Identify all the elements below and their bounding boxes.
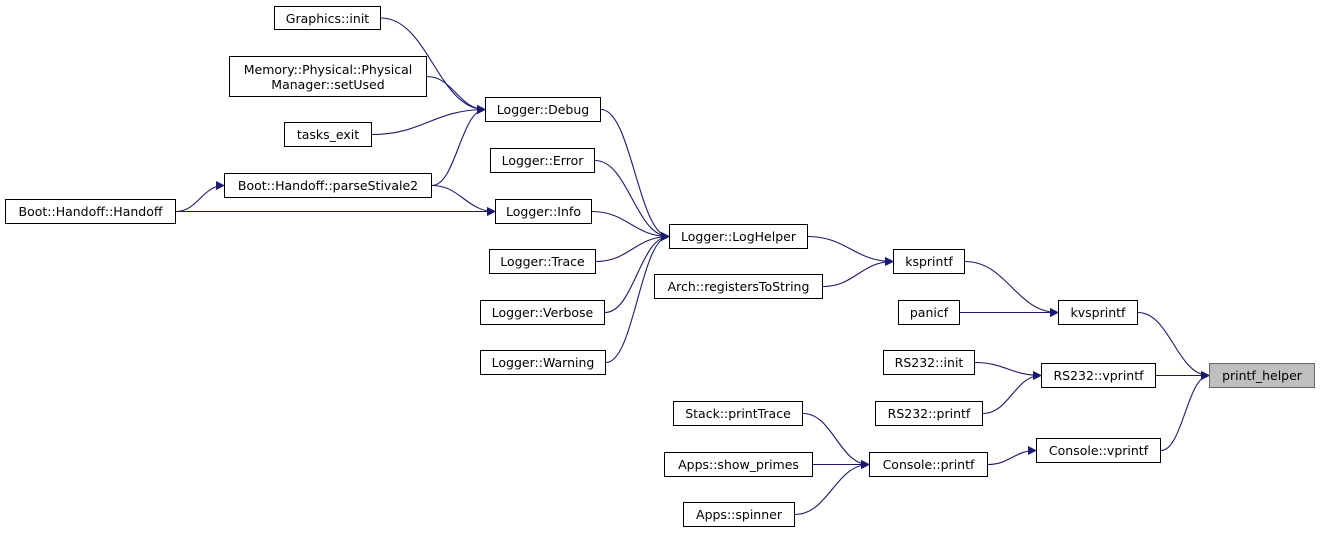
node-console-vprintf[interactable]: Console::vprintf [1036,438,1161,463]
node-label: Logger::Debug [496,102,590,117]
node-label: Arch::registersToString [667,279,810,294]
node-logger-trace[interactable]: Logger::Trace [489,249,596,274]
edge-debug-to-loghelper [600,108,670,241]
node-parse-stivale2[interactable]: Boot::Handoff::parseStivale2 [224,173,432,198]
edge-spinner-to-console_printf [794,460,870,516]
node-tasks-exit[interactable]: tasks_exit [284,122,372,147]
node-label: Stack::printTrace [685,406,791,421]
node-label: Boot::Handoff::Handoff [18,204,163,219]
node-label: Logger::LogHelper [681,229,796,244]
edge-parsestivale2-to-info [431,184,496,216]
edge-console_printf-to-console_vprintf [987,446,1037,466]
node-label: Logger::Error [501,153,584,168]
edge-trace-to-loghelper [595,232,670,263]
node-label: Logger::Warning [491,355,595,370]
edge-handoff-to-parsestivale2 [175,181,225,213]
edge-error-to-loghelper [594,159,670,241]
node-kvsprintf[interactable]: kvsprintf [1058,300,1138,325]
node-graphics-init[interactable]: Graphics::init [274,6,381,30]
node-label: Apps::spinner [696,507,782,522]
node-logger-error[interactable]: Logger::Error [490,148,595,173]
node-label: Memory::Physical::Physical Manager::setU… [243,61,413,92]
node-arch-registers-to-string[interactable]: Arch::registersToString [654,274,823,299]
node-logger-debug[interactable]: Logger::Debug [485,97,601,122]
node-rs232-printf[interactable]: RS232::printf [875,401,983,426]
node-label: Apps::show_primes [678,457,799,472]
node-label: RS232::vprintf [1053,368,1144,383]
edge-parsestivale2-to-debug [431,105,486,187]
node-label: Console::vprintf [1048,443,1149,458]
edge-rs232_init-to-rs232_vprintf [974,361,1042,380]
node-label: Logger::Info [506,204,581,219]
edge-kvsprintf-to-printf_helper [1137,311,1210,380]
edge-setused-to-debug [426,75,486,114]
node-label: kvsprintf [1070,305,1126,320]
edge-verbose-to-loghelper [604,232,670,314]
node-label: Console::printf [882,457,975,472]
node-logger-verbose[interactable]: Logger::Verbose [480,300,605,325]
node-label: RS232::init [894,355,964,370]
node-logger-warning[interactable]: Logger::Warning [480,350,606,375]
node-ksprintf[interactable]: ksprintf [893,249,965,274]
node-rs232-init[interactable]: RS232::init [883,350,975,375]
node-label: printf_helper [1222,368,1302,383]
node-label: ksprintf [905,254,953,269]
node-label: Boot::Handoff::parseStivale2 [237,178,419,193]
node-logger-loghelper[interactable]: Logger::LogHelper [669,224,808,249]
node-boot-handoff[interactable]: Boot::Handoff::Handoff [5,199,176,224]
edge-loghelper-to-ksprintf [807,235,894,266]
node-stack-print-trace[interactable]: Stack::printTrace [673,401,803,426]
node-panicf[interactable]: panicf [898,300,960,325]
edge-warning-to-loghelper [605,232,670,364]
edge-rs232_printf-to-rs232_vprintf [982,371,1042,415]
node-label: RS232::printf [887,406,971,421]
node-memory-setused[interactable]: Memory::Physical::Physical Manager::setU… [229,56,427,97]
node-rs232-vprintf[interactable]: RS232::vprintf [1041,363,1156,388]
node-console-printf[interactable]: Console::printf [869,452,988,477]
node-apps-show-primes[interactable]: Apps::show_primes [664,452,813,477]
edge-tasks_exit-to-debug [371,105,486,136]
edge-console_vprintf-to-printf_helper [1160,371,1210,452]
edge-printtrace-to-console_printf [802,412,870,469]
node-printf-helper[interactable]: printf_helper [1209,363,1315,388]
node-logger-info[interactable]: Logger::Info [495,199,592,224]
edge-info-to-loghelper [591,210,670,241]
node-label: Logger::Trace [500,254,585,269]
node-label: Logger::Verbose [491,305,594,320]
edge-ksprintf-to-kvsprintf [964,260,1059,317]
node-apps-spinner[interactable]: Apps::spinner [683,502,795,527]
node-label: panicf [909,305,949,320]
node-label: tasks_exit [296,127,360,142]
edge-regs-to-ksprintf [822,257,894,288]
node-label: Graphics::init [285,10,370,26]
